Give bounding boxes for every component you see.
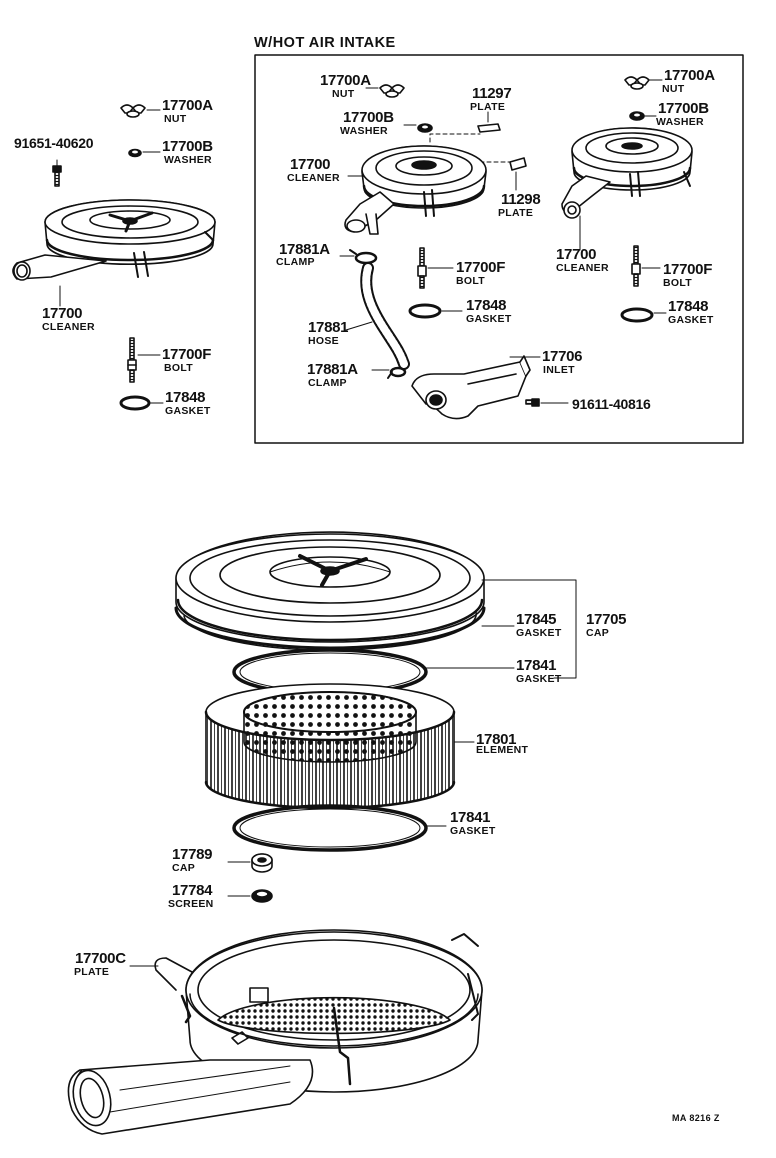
part-name: INLET <box>543 364 575 376</box>
part-name: PLATE <box>498 207 534 219</box>
part-number: 17848 <box>165 389 206 406</box>
part-number: 17700A <box>162 97 213 114</box>
part-number: 11297 <box>472 85 512 102</box>
part-name: GASKET <box>516 627 562 639</box>
part-name: GASKET <box>466 313 512 325</box>
part-number: 11298 <box>501 191 541 208</box>
part-name: GASKET <box>516 673 562 685</box>
wing-nut-box2 <box>624 76 650 90</box>
part-number: 17700F <box>162 346 212 363</box>
part-name: NUT <box>332 88 355 100</box>
air-cleaner-cap <box>175 531 485 643</box>
wing-nut-box1 <box>379 84 405 98</box>
part-number: 17841 <box>450 809 491 826</box>
filter-element <box>204 683 456 810</box>
part-name: NUT <box>662 83 685 95</box>
part-number: 17881 <box>308 319 349 336</box>
part-name: ELEMENT <box>476 744 529 756</box>
part-number: 17700F <box>456 259 506 276</box>
part-name: BOLT <box>663 277 692 289</box>
clamp-bottom <box>389 366 407 378</box>
part-number: 17706 <box>542 348 583 365</box>
part-number: 91611-40816 <box>572 396 651 412</box>
screw-91611 <box>525 398 540 407</box>
part-number: 17789 <box>172 846 213 863</box>
part-number: 17881A <box>279 241 330 258</box>
part-number: 17700 <box>290 156 331 173</box>
part-name: PLATE <box>74 966 110 978</box>
part-number: 17845 <box>516 611 557 628</box>
gasket-17841-bottom <box>232 804 428 852</box>
clamp-top <box>354 251 378 265</box>
part-name: GASKET <box>165 405 211 417</box>
screw-91651 <box>52 165 62 187</box>
plate-11297 <box>477 123 501 133</box>
part-name: CLAMP <box>276 256 315 268</box>
air-cleaner-left <box>12 199 216 281</box>
part-number: 91651-40620 <box>14 135 94 151</box>
part-name: HOSE <box>308 335 339 347</box>
part-name: CLEANER <box>556 262 609 274</box>
part-name: GASKET <box>668 314 714 326</box>
gasket-box1 <box>408 303 442 319</box>
part-name: CAP <box>172 862 196 874</box>
gasket-left <box>119 395 151 411</box>
part-name: NUT <box>164 113 187 125</box>
part-number: 17784 <box>172 882 213 899</box>
part-number: 17700B <box>343 109 394 126</box>
part-name: CLEANER <box>287 172 340 184</box>
part-number: 17881A <box>307 361 358 378</box>
gasket-box2 <box>620 307 654 323</box>
part-number: 17801 <box>476 731 517 748</box>
part-number: 17700B <box>162 138 213 155</box>
part-name: CLEANER <box>42 321 95 333</box>
part-number: 17705 <box>586 611 627 628</box>
bolt-left <box>127 337 137 383</box>
diagram-title: W/HOT AIR INTAKE <box>254 35 396 51</box>
part-name: CLAMP <box>308 377 347 389</box>
bolt-box2 <box>631 245 641 287</box>
part-number: 17700C <box>75 950 126 967</box>
part-name: WASHER <box>164 154 212 166</box>
small-cap-17789 <box>251 853 273 873</box>
screen-17784 <box>251 889 273 903</box>
part-number: 17700A <box>320 72 371 89</box>
part-number: 17700 <box>42 305 83 322</box>
part-number: 17841 <box>516 657 557 674</box>
part-name: BOLT <box>164 362 193 374</box>
part-number: 17848 <box>668 298 709 315</box>
hot-air-intake-frame <box>254 54 744 444</box>
drawing-code: MA 8216 Z <box>672 1113 720 1123</box>
part-number: 17700 <box>556 246 597 263</box>
part-name: WASHER <box>656 116 704 128</box>
bolt-box1 <box>417 247 427 289</box>
plate-11298 <box>509 157 527 171</box>
part-name: BOLT <box>456 275 485 287</box>
part-name: GASKET <box>450 825 496 837</box>
inlet-17706 <box>411 355 531 420</box>
air-cleaner-case <box>67 929 483 1135</box>
part-number: 17700A <box>664 67 715 84</box>
part-name: CAP <box>586 627 610 639</box>
part-name: WASHER <box>340 125 388 137</box>
air-cleaner-box1 <box>344 145 487 235</box>
part-name: PLATE <box>470 101 506 113</box>
wing-nut-left <box>120 104 146 118</box>
part-name: SCREEN <box>168 898 214 910</box>
air-cleaner-box2 <box>561 127 693 219</box>
hose-17881 <box>360 262 410 370</box>
part-number: 17848 <box>466 297 507 314</box>
part-number: 17700F <box>663 261 713 278</box>
part-number: 17700B <box>658 100 709 117</box>
